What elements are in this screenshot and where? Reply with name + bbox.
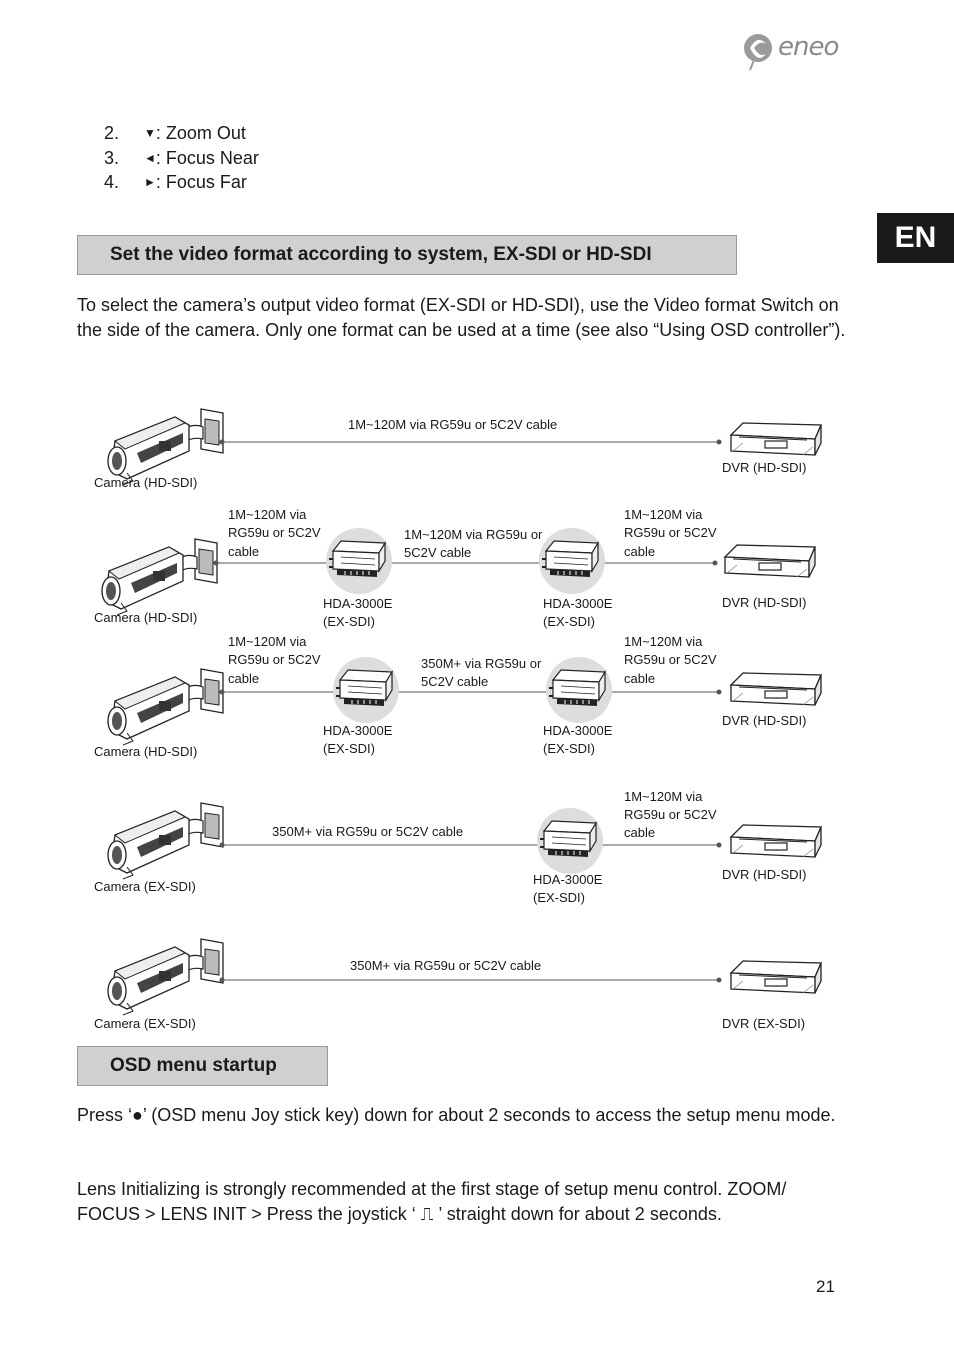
converter-label: (EX-SDI) [543,741,595,756]
list-item: 2. ▼ : Zoom Out [104,121,259,146]
lens-init-line-2: FOCUS > LENS INIT > Press the joystick ‘… [77,1204,722,1224]
cable-label: RG59u or 5C2V [228,652,321,667]
lens-init-line-1: Lens Initializing is strongly recommende… [77,1179,787,1199]
dvr-label: DVR (HD-SDI) [722,595,807,610]
cable-label: RG59u or 5C2V [228,525,321,540]
step-text: : Zoom Out [155,123,246,143]
diagram-row-4: 350M+ via RG59u or 5C2V cable 1M~120M vi… [94,789,822,905]
eneo-swirl-icon [744,34,772,71]
camera-label: Camera (HD-SDI) [94,610,197,625]
diagram-row-5: 350M+ via RG59u or 5C2V cable Camera (EX… [94,938,822,1031]
camera-label: Camera (EX-SDI) [94,879,196,894]
osd-startup-paragraph: Press ‘●’ (OSD menu Joy stick key) down … [77,1105,836,1125]
list-item: 3. ◄ : Focus Near [104,146,259,171]
cable-label: 1M~120M via RG59u or [404,527,543,542]
eneo-logo: eneo [740,30,850,72]
list-item: 4. ► : Focus Far [104,170,259,195]
steps-list: 2. ▼ : Zoom Out 3. ◄ : Focus Near 4. ► :… [104,121,259,195]
dvr-icon [730,672,822,706]
diagram-row-2: 1M~120M via RG59u or 5C2V cable 1M~120M … [94,507,816,629]
camera-label: Camera (EX-SDI) [94,1016,196,1031]
cable-label: RG59u or 5C2V [624,525,717,540]
logo-text: eneo [778,32,839,62]
step-number: 3. [104,147,120,168]
lens-init-paragraph: Lens Initializing is strongly recommende… [77,1177,847,1227]
step-text: : Focus Far [155,172,247,192]
converter-label: HDA-3000E [543,596,613,611]
converter-label: HDA-3000E [323,596,393,611]
focus-far-icon: ► [144,175,156,189]
step-number: 2. [104,123,120,143]
cable-label: 350M+ via RG59u or [421,656,542,671]
converter-label: (EX-SDI) [323,741,375,756]
cable-label: 1M~120M via [624,507,703,522]
camera-icon [107,408,224,486]
cable-label: 1M~120M via [228,634,307,649]
cable-label: 350M+ via RG59u or 5C2V cable [350,958,541,973]
converter-label: HDA-3000E [543,723,613,738]
camera-icon [107,802,224,880]
camera-label: Camera (HD-SDI) [94,744,197,759]
focus-near-icon: ◄ [144,150,156,165]
cable-label: cable [228,544,259,559]
dvr-label: DVR (HD-SDI) [722,867,807,882]
converter-icon [545,656,613,724]
cable-label: RG59u or 5C2V [624,807,717,822]
diagram-row-1: 1M~120M via RG59u or 5C2V cable Camera (… [94,408,822,490]
cable-label: 5C2V cable [404,545,471,560]
dvr-label: DVR (HD-SDI) [722,460,807,475]
section-heading-osd-menu-startup: OSD menu startup [77,1046,328,1086]
cable-label: 1M~120M via [228,507,307,522]
cable-label: 1M~120M via RG59u or 5C2V cable [348,417,557,432]
camera-icon [107,938,224,1016]
camera-label: Camera (HD-SDI) [94,475,197,490]
step-text: : Focus Near [155,147,259,168]
converter-icon [538,527,606,595]
zoom-out-icon: ▼ [144,126,156,140]
cable-label: 1M~120M via [624,789,703,804]
dvr-icon [730,824,822,858]
cable-label: 1M~120M via [624,634,703,649]
video-format-paragraph: To select the camera’s output video form… [77,295,846,340]
converter-label: (EX-SDI) [323,614,375,629]
dvr-icon [730,422,822,456]
page-number: 21 [816,1277,835,1296]
cable-label: cable [624,825,655,840]
language-tab: EN [877,213,954,263]
connection-diagram: 1M~120M via RG59u or 5C2V cable Camera (… [94,408,822,1031]
converter-icon [325,527,393,595]
cable-label: RG59u or 5C2V [624,652,717,667]
converter-icon [536,807,604,875]
dvr-icon [724,544,816,578]
dvr-icon [730,960,822,994]
converter-label: HDA-3000E [323,723,393,738]
dvr-label: DVR (EX-SDI) [722,1016,805,1031]
dvr-label: DVR (HD-SDI) [722,713,807,728]
cable-label: 350M+ via RG59u or 5C2V cable [272,824,463,839]
converter-label: (EX-SDI) [543,614,595,629]
cable-label: cable [624,671,655,686]
converter-icon [332,656,400,724]
converter-label: (EX-SDI) [533,890,585,905]
cable-label: cable [624,544,655,559]
cable-label: cable [228,671,259,686]
cable-label: 5C2V cable [421,674,488,689]
step-number: 4. [104,172,120,192]
camera-icon [107,668,224,746]
section-heading-video-format: Set the video format according to system… [77,235,737,275]
converter-label: HDA-3000E [533,872,603,887]
diagram-row-3: 1M~120M via RG59u or 5C2V cable 350M+ vi… [94,634,822,759]
camera-icon [101,538,218,616]
